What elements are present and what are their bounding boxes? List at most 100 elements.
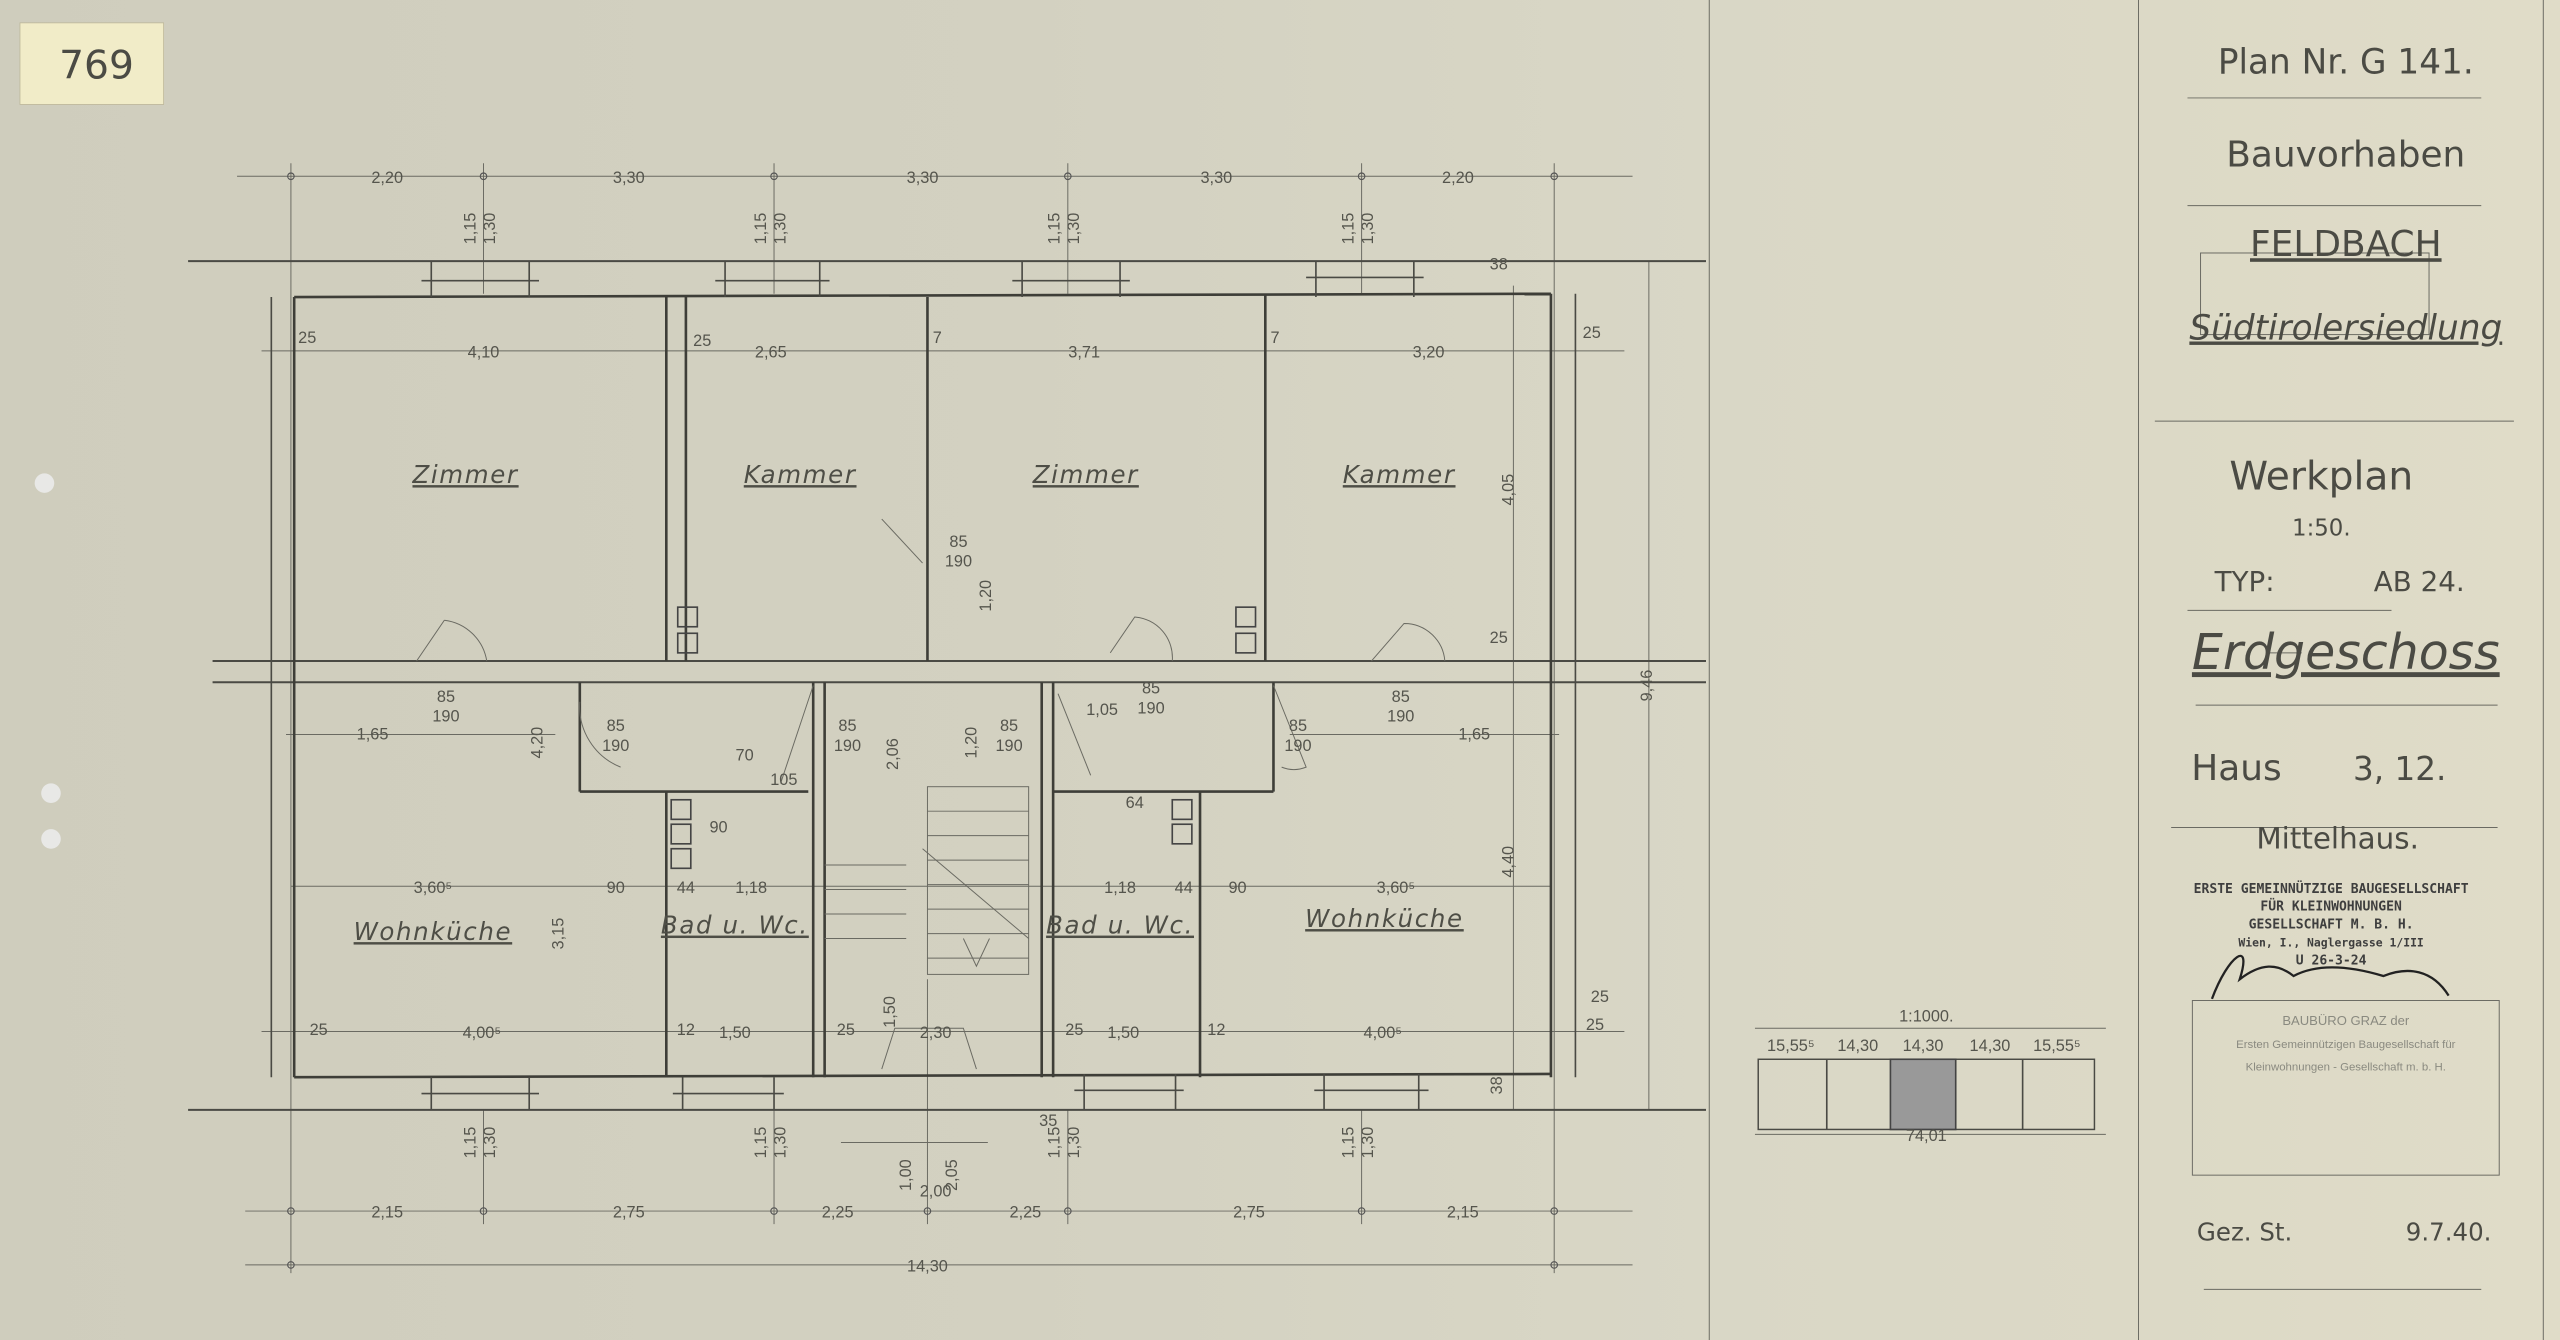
project-label: Bauvorhaben xyxy=(2226,134,2465,175)
window-dimension: 1,15 xyxy=(461,213,479,245)
dimension-label: 7 xyxy=(1271,329,1280,347)
dimension-label: 3,60⁵ xyxy=(414,879,453,897)
dimension-label: 25 xyxy=(837,1021,855,1039)
scale-total: 74,01 xyxy=(1906,1127,1947,1145)
dimension-label: 2,20 xyxy=(1442,169,1474,187)
dimension-label: 90 xyxy=(1228,879,1246,897)
dimension-label: 3,60⁵ xyxy=(1377,879,1416,897)
office-stamp-line: Ersten Gemeinnützigen Baugesellschaft fü… xyxy=(2236,1039,2456,1051)
dimension-label: 12 xyxy=(677,1021,695,1039)
office-stamp-line: BAUBÜRO GRAZ der xyxy=(2282,1013,2410,1028)
door-dimension: 190 xyxy=(432,707,459,725)
dimension-label: 3,71 xyxy=(1068,343,1100,361)
door-dimension: 85 xyxy=(1392,688,1410,706)
room-label: Wohnküche xyxy=(1305,904,1464,933)
dimension-label: 2,15 xyxy=(1447,1204,1479,1222)
company-stamp-line: ERSTE GEMEINNÜTZIGE BAUGESELLSCHAFT xyxy=(2194,881,2469,897)
plan-type: Werkplan xyxy=(2229,455,2413,500)
dimension-label: 4,10 xyxy=(468,343,500,361)
room-label: Bad u. Wc. xyxy=(661,911,809,940)
dimension-label: 2,75 xyxy=(613,1204,645,1222)
window-dimension: 1,15 xyxy=(1339,1127,1357,1159)
room-label: Wohnküche xyxy=(354,917,513,946)
dimension-label: 2,75 xyxy=(1233,1204,1265,1222)
dimension-label: 2,05 xyxy=(943,1159,961,1191)
window-dimension: 1,30 xyxy=(1065,213,1083,245)
door-dimension: 85 xyxy=(437,688,455,706)
dimension-label: 105 xyxy=(770,771,797,789)
window-dimension: 1,30 xyxy=(481,213,499,245)
punch-holes xyxy=(34,473,61,849)
type-label: TYP: xyxy=(2214,565,2275,598)
window-dimension: 1,15 xyxy=(1046,1127,1064,1159)
scale-title: 1:1000. xyxy=(1899,1008,1953,1026)
plan-number: Plan Nr. G 141. xyxy=(2218,42,2474,82)
window-dimension: 1,15 xyxy=(1046,213,1064,245)
sheet-number-label xyxy=(19,22,165,105)
dimension-label: 38 xyxy=(1488,1076,1506,1094)
chimneys xyxy=(670,606,1257,870)
dimension-label: 3,30 xyxy=(907,169,939,187)
window-dimension: 1,15 xyxy=(752,1127,770,1159)
house-type: Mittelhaus. xyxy=(2256,822,2419,856)
dimension-label: 4,00⁵ xyxy=(1364,1024,1403,1042)
room-label: Kammer xyxy=(744,460,857,489)
window-dimension: 1,30 xyxy=(771,213,789,245)
dimension-label: 25 xyxy=(1583,324,1601,342)
dimension-lines xyxy=(237,163,1650,1274)
settlement-name: Südtirolersiedlung xyxy=(2189,308,2502,348)
company-stamp-line: Wien, I., Naglergasse 1/III xyxy=(2238,936,2423,950)
dimension-label: 2,25 xyxy=(1010,1204,1042,1222)
house-number: 3, 12. xyxy=(2353,750,2446,788)
scale-segment: 14,30 xyxy=(1970,1037,2011,1055)
dimension-label: 25 xyxy=(1586,1016,1604,1034)
door-dimension: 190 xyxy=(995,737,1022,755)
door-dimension: 190 xyxy=(834,737,861,755)
dimension-label: 2,65 xyxy=(755,343,787,361)
door-dimension: 85 xyxy=(949,533,967,551)
dimension-label: 4,20 xyxy=(528,727,546,759)
dimension-label: 2,30 xyxy=(920,1024,952,1042)
scale-segment: 15,55⁵ xyxy=(2033,1037,2081,1055)
staircase xyxy=(824,786,1030,1143)
dimension-label: 44 xyxy=(1175,879,1193,897)
window-dimension: 1,30 xyxy=(1359,1127,1377,1159)
drawn-by: Gez. St. xyxy=(2197,1217,2292,1246)
window-dimension: 1,30 xyxy=(771,1127,789,1159)
dimension-ticks xyxy=(287,172,1559,1269)
company-stamp-line: U 26-3-24 xyxy=(2296,954,2367,969)
dimension-label: 3,20 xyxy=(1413,343,1445,361)
dimension-label: 3,15 xyxy=(549,918,567,950)
dimension-label: 90 xyxy=(607,879,625,897)
door-dimension: 85 xyxy=(1000,717,1018,735)
dimension-label: 25 xyxy=(298,329,316,347)
dimension-label: 25 xyxy=(693,332,711,350)
dimension-label: 25 xyxy=(1065,1021,1083,1039)
dimension-label: 1,50 xyxy=(881,996,899,1028)
dimension-label: 2,00 xyxy=(920,1182,952,1200)
scale-segment: 15,55⁵ xyxy=(1767,1037,1815,1055)
title-block-lines xyxy=(2154,97,2514,1290)
dimension-label: 1,65 xyxy=(1458,725,1490,743)
dimension-label: 9,46 xyxy=(1638,670,1656,702)
dimension-label: 7 xyxy=(933,329,942,347)
dimension-label: 25 xyxy=(1490,629,1508,647)
signature xyxy=(2210,954,2450,1000)
place-name: FELDBACH xyxy=(2250,224,2442,265)
door-dimension: 190 xyxy=(602,737,629,755)
house-label: Haus xyxy=(2191,748,2281,789)
dimension-label: 1,05 xyxy=(1086,701,1118,719)
window-dimension: 1,15 xyxy=(1339,213,1357,245)
dimension-label: 2,06 xyxy=(884,738,902,770)
dimension-label: 38 xyxy=(1490,255,1508,273)
windows xyxy=(421,261,1429,1110)
dimension-label: 90 xyxy=(709,818,727,836)
door-dimension: 85 xyxy=(838,717,856,735)
door-dimension: 85 xyxy=(607,717,625,735)
dimension-label: 4,40 xyxy=(1499,846,1517,878)
walls xyxy=(188,260,1706,1111)
dimension-label: 1,65 xyxy=(357,725,389,743)
